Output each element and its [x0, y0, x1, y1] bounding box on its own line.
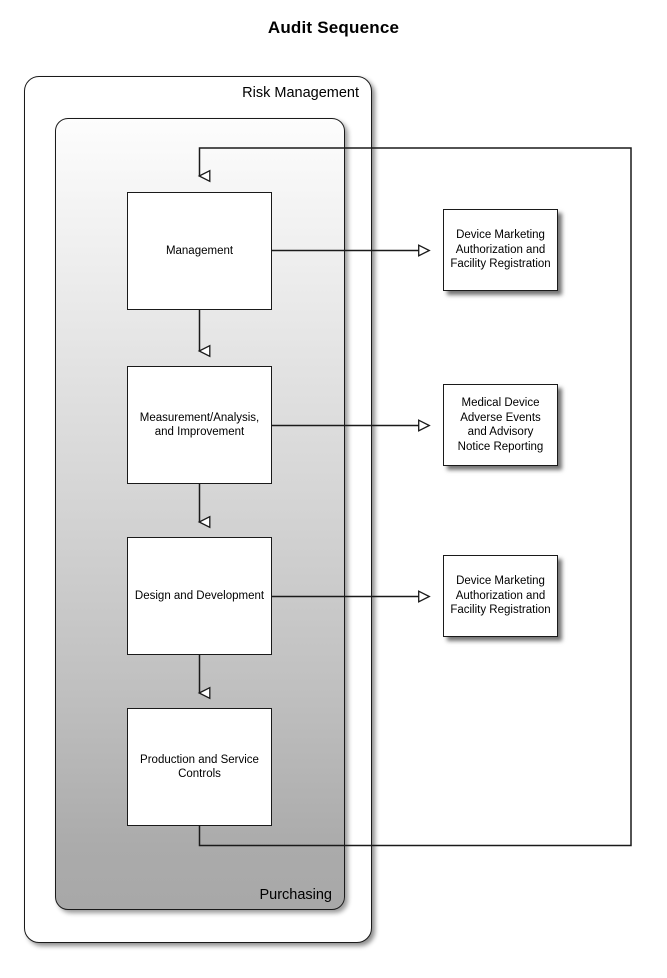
regulatory-box-adverse-label: Medical Device Adverse Events and Adviso… [457, 397, 544, 453]
process-box-design[interactable]: Design and Development [127, 537, 272, 655]
regulatory-box-marketing-2[interactable]: Device Marketing Authorization and Facil… [443, 555, 558, 637]
regulatory-box-marketing-2-label: Device Marketing Authorization and Facil… [450, 575, 551, 617]
risk-management-label: Risk Management [242, 85, 359, 101]
process-box-production[interactable]: Production and Service Controls [127, 708, 272, 826]
process-box-management-label: Management [165, 245, 234, 257]
regulatory-box-marketing-1[interactable]: Device Marketing Authorization and Facil… [443, 209, 558, 291]
process-box-measurement-label: Measurement/Analysis, and Improvement [139, 412, 260, 438]
process-box-design-label: Design and Development [134, 590, 265, 602]
process-box-management[interactable]: Management [127, 192, 272, 310]
process-box-production-label: Production and Service Controls [140, 754, 259, 780]
process-box-measurement[interactable]: Measurement/Analysis, and Improvement [127, 366, 272, 484]
regulatory-box-marketing-1-label: Device Marketing Authorization and Facil… [450, 229, 551, 271]
page-title: Audit Sequence [267, 18, 400, 37]
purchasing-label: Purchasing [259, 887, 332, 903]
connector-feedback-loop [197, 147, 632, 847]
regulatory-box-adverse[interactable]: Medical Device Adverse Events and Adviso… [443, 384, 558, 466]
